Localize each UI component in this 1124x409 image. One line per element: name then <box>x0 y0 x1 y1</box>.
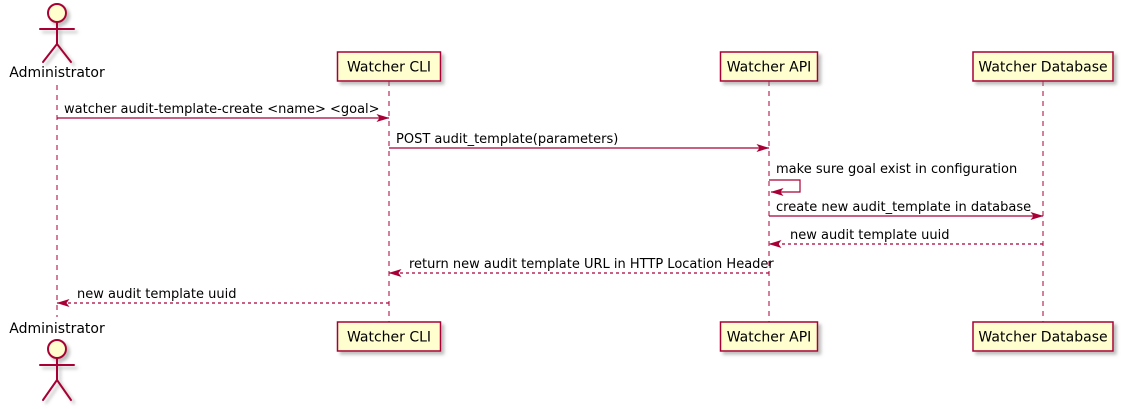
participant-label-watcher-database-top: Watcher Database <box>978 60 1107 76</box>
participant-label-watcher-cli-top: Watcher CLI <box>347 60 431 76</box>
administrator-actor-icon-top <box>39 3 75 63</box>
message-label-4: create new audit_template in database <box>776 200 1031 215</box>
participant-label-watcher-cli-bottom: Watcher CLI <box>347 330 431 346</box>
message-label-1: watcher audit-template-create <name> <go… <box>64 102 380 117</box>
participant-label-watcher-database-bottom: Watcher Database <box>978 330 1107 346</box>
message-label-6: return new audit template URL in HTTP Lo… <box>409 257 774 272</box>
administrator-label-bottom: Administrator <box>9 321 105 337</box>
message-label-7: new audit template uuid <box>77 287 236 302</box>
participant-label-watcher-api-bottom: Watcher API <box>727 330 812 346</box>
participant-box-watcher-database-bottom: Watcher Database <box>972 321 1114 352</box>
message-label-2: POST audit_template(parameters) <box>396 132 618 147</box>
administrator-actor-icon-bottom <box>39 339 75 401</box>
message-self-arrow-3 <box>769 179 801 196</box>
administrator-label-top: Administrator <box>9 65 105 81</box>
participant-box-watcher-cli-top: Watcher CLI <box>336 51 442 82</box>
participant-label-watcher-api-top: Watcher API <box>727 60 812 76</box>
message-label-3: make sure goal exist in configuration <box>776 162 1017 177</box>
participant-box-watcher-api-bottom: Watcher API <box>719 321 819 352</box>
participant-box-watcher-cli-bottom: Watcher CLI <box>336 321 442 352</box>
message-label-5: new audit template uuid <box>790 228 949 243</box>
participant-box-watcher-api-top: Watcher API <box>719 51 819 82</box>
participant-box-watcher-database-top: Watcher Database <box>972 51 1114 82</box>
